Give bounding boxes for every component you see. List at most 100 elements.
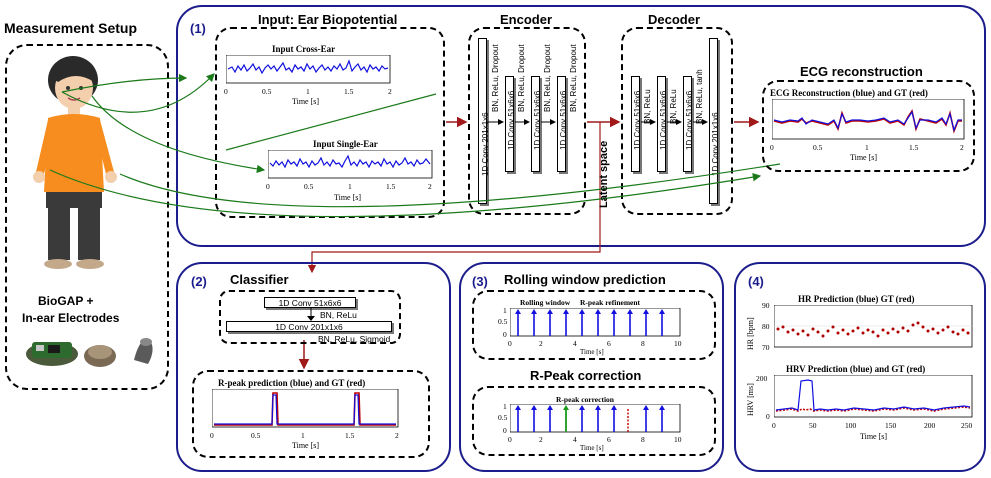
hr-ytick: 80 [762,322,770,331]
correction-tick: 10 [674,435,682,444]
decoder-title: Decoder [648,12,701,27]
rolling-plot [510,308,681,337]
rpeak-plot-title: R-peak prediction (blue) and GT (red) [218,378,366,388]
panel-2-number: (2) [191,274,207,289]
rolling-ytick: 1 [503,306,507,315]
rpeak-tick: 0.5 [251,431,261,440]
correction-ytick: 0.5 [498,413,508,422]
correction-tick: 0 [508,435,512,444]
correction-ytick: 0 [503,426,507,435]
ecg-tick: 1.5 [909,143,919,152]
ecg-tick: 0 [770,143,774,152]
correction-plot-title: R-peak correction [556,395,614,404]
ecg-plot-title: ECG Reconstruction (blue) and GT (red) [770,88,928,98]
panel-4-hr-hrv [734,262,986,472]
panel-3-number: (3) [472,274,488,289]
rolling-tick: 6 [607,339,611,348]
cross-ear-tick: 2 [388,87,392,96]
rpeak-tick: 0 [210,431,214,440]
classifier-box [219,290,401,344]
input-title: Input: Ear Biopotential [258,12,398,27]
encoder-box [468,27,586,215]
rolling-ytick: 0.5 [498,317,508,326]
cross-ear-time-label: Time [s] [292,97,320,106]
correction-time-label: Time [s] [580,444,604,452]
rolling-plot-title-1: Rolling window [520,298,571,307]
setup-title: Measurement Setup [4,20,138,36]
correction-tick: 2 [539,435,543,444]
classifier-arrow [307,308,315,321]
decoder-layer-1 [631,76,640,172]
hrv-plot [774,375,973,418]
panel-2-classifier [176,262,451,472]
classifier-title: Classifier [230,272,289,287]
correction-title: R-Peak correction [530,368,642,383]
panel-3-postprocessing [459,262,724,472]
encoder-layer-2 [505,76,514,172]
ecg-time-label: Time [s] [850,153,878,162]
person-figure [33,56,117,269]
encoder-layer-1 [478,38,487,204]
rolling-title: Rolling window prediction [504,272,666,287]
correction-plot [510,404,681,433]
ecg-plot [772,99,965,140]
hr-ylabel: HR [bpm] [746,317,755,350]
rolling-time-label: Time [s] [580,348,604,356]
encoder-title: Encoder [500,12,553,27]
encoder-layer-3 [531,76,540,172]
decoder-layer-3 [683,76,692,172]
hr-plot-title: HR Prediction (blue) GT (red) [798,294,915,304]
setup-box [5,44,169,390]
hrv-ytick: 200 [756,374,768,383]
biogap-device-image [26,338,153,367]
panel-1-autoencoder [176,5,986,247]
rpeak-tick: 1.5 [345,431,355,440]
single-ear-time-label: Time [s] [334,193,362,202]
rolling-ytick: 0 [503,330,507,339]
hr-plot [774,305,973,348]
hrv-tick: 200 [924,421,936,430]
single-ear-tick: 0.5 [304,182,314,191]
rpeak-plot-box [192,370,430,458]
cross-ear-tick: 0 [224,87,228,96]
rolling-tick: 2 [539,339,543,348]
ecg-tick: 1 [865,143,869,152]
cross-ear-tick: 1.5 [344,87,354,96]
single-ear-plot-title: Input Single-Ear [313,139,378,149]
cross-ear-tick: 1 [306,87,310,96]
hrv-tick: 250 [961,421,973,430]
hrv-time-label: Time [s] [860,432,888,441]
decoder-layer-2 [657,76,666,172]
hrv-tick: 0 [772,421,776,430]
classifier-act-1: BN, ReLu [320,310,357,320]
single-ear-tick: 1 [348,182,352,191]
panel-4-number: (4) [748,274,764,289]
cross-ear-tick: 0.5 [262,87,272,96]
rolling-tick: 10 [674,339,682,348]
decoder-layer-4 [709,38,718,204]
single-ear-tick: 0 [266,182,270,191]
rpeak-time-label: Time [s] [292,441,320,450]
rpeak-tick: 1 [301,431,305,440]
hrv-ylabel: HRV [ms] [746,383,755,416]
cross-ear-plot-title: Input Cross-Ear [272,44,336,54]
hrv-ytick: 0 [766,412,770,421]
correction-tick: 6 [607,435,611,444]
ecg-title: ECG reconstruction [800,64,923,79]
rpeak-plot [212,389,399,428]
ecg-tick: 0.5 [813,143,823,152]
rpeak-tick: 2 [395,431,399,440]
single-ear-plot [268,150,433,179]
decoder-box [621,27,733,215]
ecg-tick: 2 [960,143,964,152]
hrv-tick: 100 [845,421,857,430]
correction-tick: 4 [573,435,577,444]
single-ear-tick: 1.5 [386,182,396,191]
hrv-tick: 150 [885,421,897,430]
classifier-act-2: BN, ReLu, Sigmoid [318,334,391,344]
rolling-tick: 0 [508,339,512,348]
correction-ytick: 1 [503,402,507,411]
hrv-plot-title: HRV Prediction (blue) and GT (red) [786,364,926,374]
ecg-box [762,80,975,172]
